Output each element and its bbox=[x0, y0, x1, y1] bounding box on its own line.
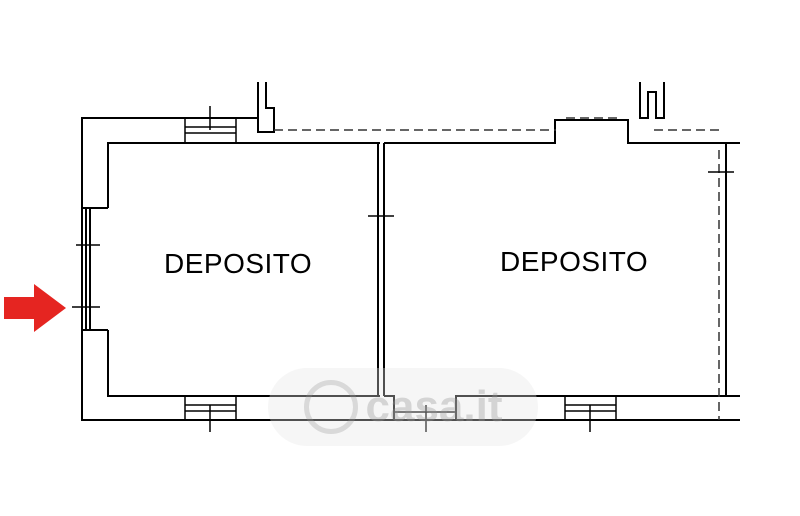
watermark: casa.it bbox=[268, 368, 538, 446]
room-label-left: DEPOSITO bbox=[164, 248, 313, 279]
windows bbox=[72, 106, 734, 432]
arrow-right-icon bbox=[4, 284, 66, 332]
walls bbox=[81, 82, 740, 421]
inner-wall-left-lower bbox=[107, 330, 380, 397]
top-stub-left bbox=[257, 82, 275, 133]
room-label-right: DEPOSITO bbox=[500, 246, 649, 277]
dashed-lines bbox=[274, 117, 724, 420]
inner-wall-right-room bbox=[384, 119, 740, 144]
house-icon bbox=[303, 380, 358, 434]
watermark-text: casa.it bbox=[365, 382, 503, 431]
top-stub-right bbox=[639, 82, 665, 119]
inner-wall-left-room bbox=[107, 142, 380, 208]
